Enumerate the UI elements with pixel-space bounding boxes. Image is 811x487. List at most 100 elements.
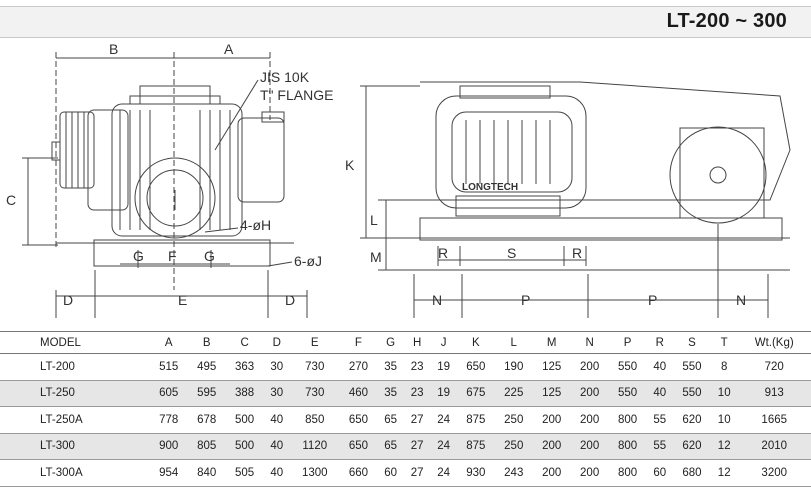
table-cell: 27 — [403, 459, 431, 487]
table-cell: 24 — [430, 406, 457, 434]
table-cell: 40 — [646, 380, 674, 407]
table-cell: 650 — [456, 353, 495, 381]
table-header-cell: L — [494, 331, 533, 354]
table-cell: 24 — [430, 459, 457, 487]
table-cell: 200 — [532, 433, 571, 460]
table-cell: 250 — [494, 433, 533, 460]
dim-m-label: M — [370, 249, 382, 265]
table-header-cell: A — [149, 331, 188, 354]
dim-a-label: A — [224, 41, 234, 57]
table-cell: 200 — [532, 459, 571, 487]
table-cell: 930 — [456, 459, 495, 487]
table-cell: 840 — [187, 459, 226, 487]
table-cell: 60 — [646, 459, 674, 487]
table-cell: 125 — [532, 380, 571, 407]
table-header-cell: J — [430, 331, 457, 354]
table-cell: 620 — [673, 433, 711, 460]
table-header-cell: N — [570, 331, 609, 354]
table-header-cell: Wt.(Kg) — [737, 331, 811, 354]
table-cell: 800 — [608, 406, 647, 434]
table-header-cell: H — [403, 331, 431, 354]
table-cell: 10 — [710, 380, 738, 407]
table-cell: 225 — [494, 380, 533, 407]
table-cell: 875 — [456, 433, 495, 460]
dim-n-right-label: N — [736, 292, 746, 308]
model-cell: LT-250A — [0, 406, 150, 434]
table-cell: 678 — [187, 406, 226, 434]
model-cell: LT-300 — [0, 433, 150, 460]
table-cell: 200 — [570, 406, 609, 434]
table-cell: 200 — [570, 459, 609, 487]
table-cell: 550 — [608, 380, 647, 407]
brand-label: LONGTECH — [462, 182, 518, 193]
dim-g-left-label: G — [133, 248, 144, 264]
table-cell: 800 — [608, 459, 647, 487]
table-cell: 650 — [339, 433, 378, 460]
table-cell: 200 — [570, 433, 609, 460]
dim-e-label: E — [178, 292, 187, 308]
table-cell: 250 — [494, 406, 533, 434]
table-cell: 550 — [673, 380, 711, 407]
table-cell: 650 — [339, 406, 378, 434]
table-cell: 850 — [290, 406, 340, 434]
table-cell: 40 — [646, 353, 674, 381]
flange-note-line2: T" FLANGE — [260, 87, 333, 103]
dim-f-label: F — [168, 248, 177, 264]
table-cell: 660 — [339, 459, 378, 487]
dim-b-label: B — [109, 41, 118, 57]
table-cell: 3200 — [737, 459, 811, 487]
dim-l-label: L — [370, 212, 378, 228]
table-cell: 500 — [225, 433, 264, 460]
table-cell: 35 — [377, 353, 404, 381]
table-cell: 243 — [494, 459, 533, 487]
table-cell: 30 — [263, 353, 291, 381]
table-cell: 620 — [673, 406, 711, 434]
table-cell: 1665 — [737, 406, 811, 434]
side-view — [360, 81, 791, 318]
model-range-title: LT-200 ~ 300 — [666, 10, 787, 32]
table-cell: 27 — [403, 433, 431, 460]
dim-d-right-label: D — [285, 292, 295, 308]
table-cell: 460 — [339, 380, 378, 407]
table-cell: 913 — [737, 380, 811, 407]
table-cell: 125 — [532, 353, 571, 381]
table-cell: 954 — [149, 459, 188, 487]
dim-s-label: S — [507, 245, 516, 261]
dim-r-right-label: R — [572, 245, 582, 261]
table-cell: 40 — [263, 433, 291, 460]
flange-note-line1: JIS 10K — [260, 69, 310, 85]
table-cell: 388 — [225, 380, 264, 407]
table-cell: 8 — [710, 353, 738, 381]
table-header-cell: G — [377, 331, 404, 354]
table-cell: 675 — [456, 380, 495, 407]
table-cell: 730 — [290, 380, 340, 407]
table-cell: 778 — [149, 406, 188, 434]
table-cell: 1300 — [290, 459, 340, 487]
table-header-cell: B — [187, 331, 226, 354]
table-cell: 500 — [225, 406, 264, 434]
table-cell: 720 — [737, 353, 811, 381]
bolt-h-note: 4-øH — [240, 217, 271, 233]
table-cell: 200 — [570, 353, 609, 381]
table-cell: 27 — [403, 406, 431, 434]
table-cell: 495 — [187, 353, 226, 381]
table-header-cell: M — [532, 331, 571, 354]
table-header-cell: D — [263, 331, 291, 354]
table-cell: 55 — [646, 406, 674, 434]
table-cell: 1120 — [290, 433, 340, 460]
table-header-cell: T — [710, 331, 738, 354]
title-bar: LT-200 ~ 300 — [0, 6, 811, 38]
dim-n-left-label: N — [432, 292, 442, 308]
table-cell: 550 — [673, 353, 711, 381]
dim-p-right-label: P — [648, 292, 657, 308]
table-cell: 730 — [290, 353, 340, 381]
table-cell: 595 — [187, 380, 226, 407]
table-cell: 23 — [403, 380, 431, 407]
model-cell: LT-300A — [0, 459, 150, 487]
table-cell: 363 — [225, 353, 264, 381]
